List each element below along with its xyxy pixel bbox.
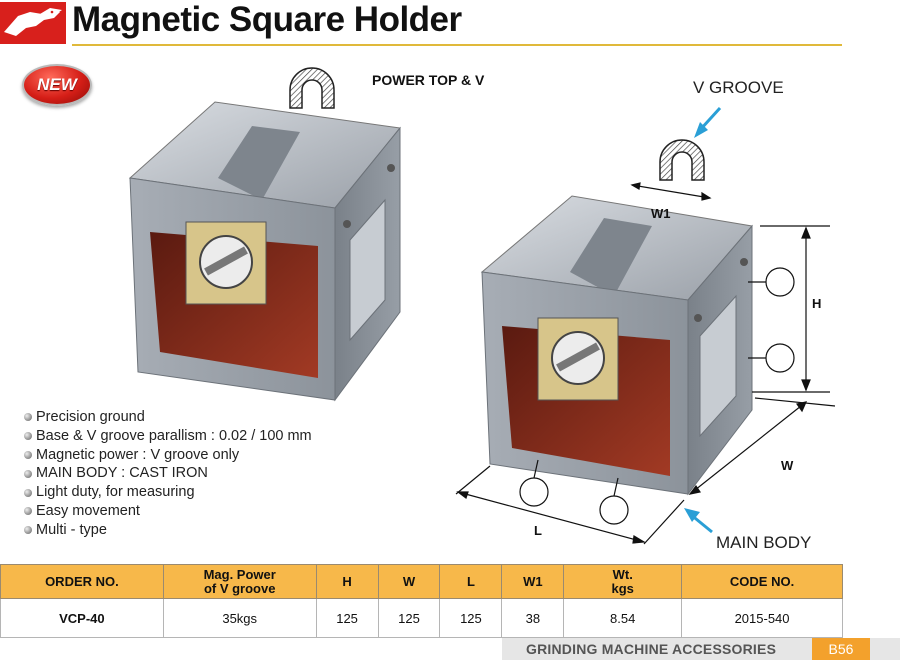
cell-w1: 38 [501,598,565,638]
feature-item: MAIN BODY : CAST IRON [24,464,312,483]
cell-order-no: VCP-40 [0,598,164,638]
feature-item: Magnetic power : V groove only [24,446,312,465]
l-dimension-line [457,491,645,543]
title-underline [72,44,842,46]
cell-h: 125 [315,598,379,638]
dim-h-label: H [812,296,822,311]
right-block-image [480,195,753,496]
main-body-label: MAIN BODY [716,533,812,552]
bullet-icon [24,450,32,459]
col-weight: Wt.kgs [563,564,683,599]
v-groove-magnet-icon [659,139,705,181]
page-title: Magnetic Square Holder [72,0,462,39]
bullet-icon [24,432,32,441]
feature-item: Multi - type [24,521,312,540]
col-code-no: CODE NO. [681,564,843,599]
col-l: L [439,564,503,599]
v-groove-arrow [694,106,722,138]
page-number: B56 [812,638,870,660]
feature-item: Light duty, for measuring [24,483,312,502]
bullet-icon [24,413,32,422]
new-badge: NEW [22,64,92,106]
left-block-image [128,101,401,402]
bullet-icon [24,507,32,516]
w1-dimension-line [631,184,711,199]
cell-w: 125 [377,598,441,638]
dim-w1-label: W1 [651,206,671,221]
dial-indicator-icons [519,267,795,525]
col-order-no: ORDER NO. [0,564,164,599]
cell-l: 125 [439,598,503,638]
bullet-icon [24,488,32,497]
feature-item: Precision ground [24,408,312,427]
magnet-icon [289,67,335,109]
feature-item: Easy movement [24,502,312,521]
bullet-icon [24,526,32,535]
cell-mag-power: 35kgs [162,598,317,638]
table-row: VCP-40 35kgs 125 125 125 38 8.54 2015-54… [0,598,843,638]
cell-weight: 8.54 [563,598,683,638]
col-w: W [377,564,441,599]
product-subtitle: POWER TOP & V [372,72,485,88]
main-body-arrow [684,508,713,534]
footer-section-title: GRINDING MACHINE ACCESSORIES [526,641,777,657]
eagle-logo-icon [0,2,66,44]
feature-item: Base & V groove parallism : 0.02 / 100 m… [24,427,312,446]
v-groove-label: V GROOVE [693,78,784,97]
dim-l-label: L [534,523,542,538]
feature-list: Precision ground Base & V groove paralli… [24,408,312,540]
col-h: H [315,564,379,599]
product-illustration [128,67,836,545]
footer-bar: GRINDING MACHINE ACCESSORIES B56 [502,638,900,660]
col-w1: W1 [501,564,565,599]
bullet-icon [24,469,32,478]
w-dimension-line [689,401,807,495]
dim-w-label: W [781,458,794,473]
cell-code-no: 2015-540 [681,598,843,638]
